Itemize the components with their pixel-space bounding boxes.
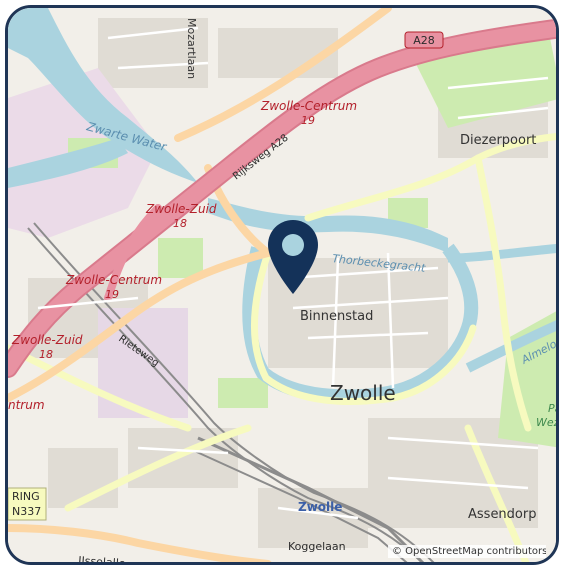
label-koggelaan: Koggelaan — [288, 540, 346, 553]
river-west — [8, 138, 128, 188]
label-zwolle-station: Zwolle — [298, 500, 342, 514]
motorway-a28 — [8, 18, 556, 378]
label-exit-18-left: 18 — [39, 348, 53, 361]
map-container[interactable]: A28 RING N337 Mozartlaan Zwolle-Centrum … — [5, 5, 559, 565]
minor-streets — [37, 26, 549, 520]
label-centrum-partial: ntrum — [8, 398, 45, 412]
label-assendorp: Assendorp — [468, 507, 536, 522]
label-zwolle-centrum-top: Zwolle-Centrum — [260, 99, 357, 113]
label-ring: RING — [12, 490, 40, 503]
map-canvas[interactable]: A28 RING N337 Mozartlaan Zwolle-Centrum … — [8, 8, 559, 565]
a28-shield — [404, 31, 444, 49]
map-pin-icon[interactable] — [266, 218, 320, 298]
label-wezen: Wezen — [536, 416, 559, 429]
label-binnenstad: Binnenstad — [300, 309, 373, 324]
label-park: Par — [548, 402, 559, 415]
label-a28: A28 — [413, 34, 435, 47]
canal-almelo — [465, 320, 556, 373]
label-n337: N337 — [12, 505, 41, 518]
label-exit-19-left: 19 — [105, 288, 119, 301]
river-zwarte-water — [8, 8, 198, 183]
label-mozartlaan: Mozartlaan — [185, 18, 198, 79]
label-exit-18-mid: 18 — [173, 217, 187, 230]
label-zwolle-centrum-left: Zwolle-Centrum — [65, 273, 162, 287]
canal-thorbeckegracht — [208, 198, 448, 253]
label-exit-19-top: 19 — [301, 114, 315, 127]
label-zwolle-city: Zwolle — [330, 381, 396, 405]
label-ijsselallee: IJsselalle — [78, 554, 126, 565]
primary-roads — [8, 8, 392, 562]
ring-n337-shield — [8, 487, 47, 521]
label-zwolle-zuid-mid: Zwolle-Zuid — [145, 202, 217, 216]
label-zwolle-zuid-left: Zwolle-Zuid — [11, 333, 83, 347]
singel-canal — [242, 243, 479, 404]
map-attribution[interactable]: © OpenStreetMap contributors — [388, 545, 546, 558]
label-diezerpoort: Diezerpoort — [460, 133, 536, 148]
